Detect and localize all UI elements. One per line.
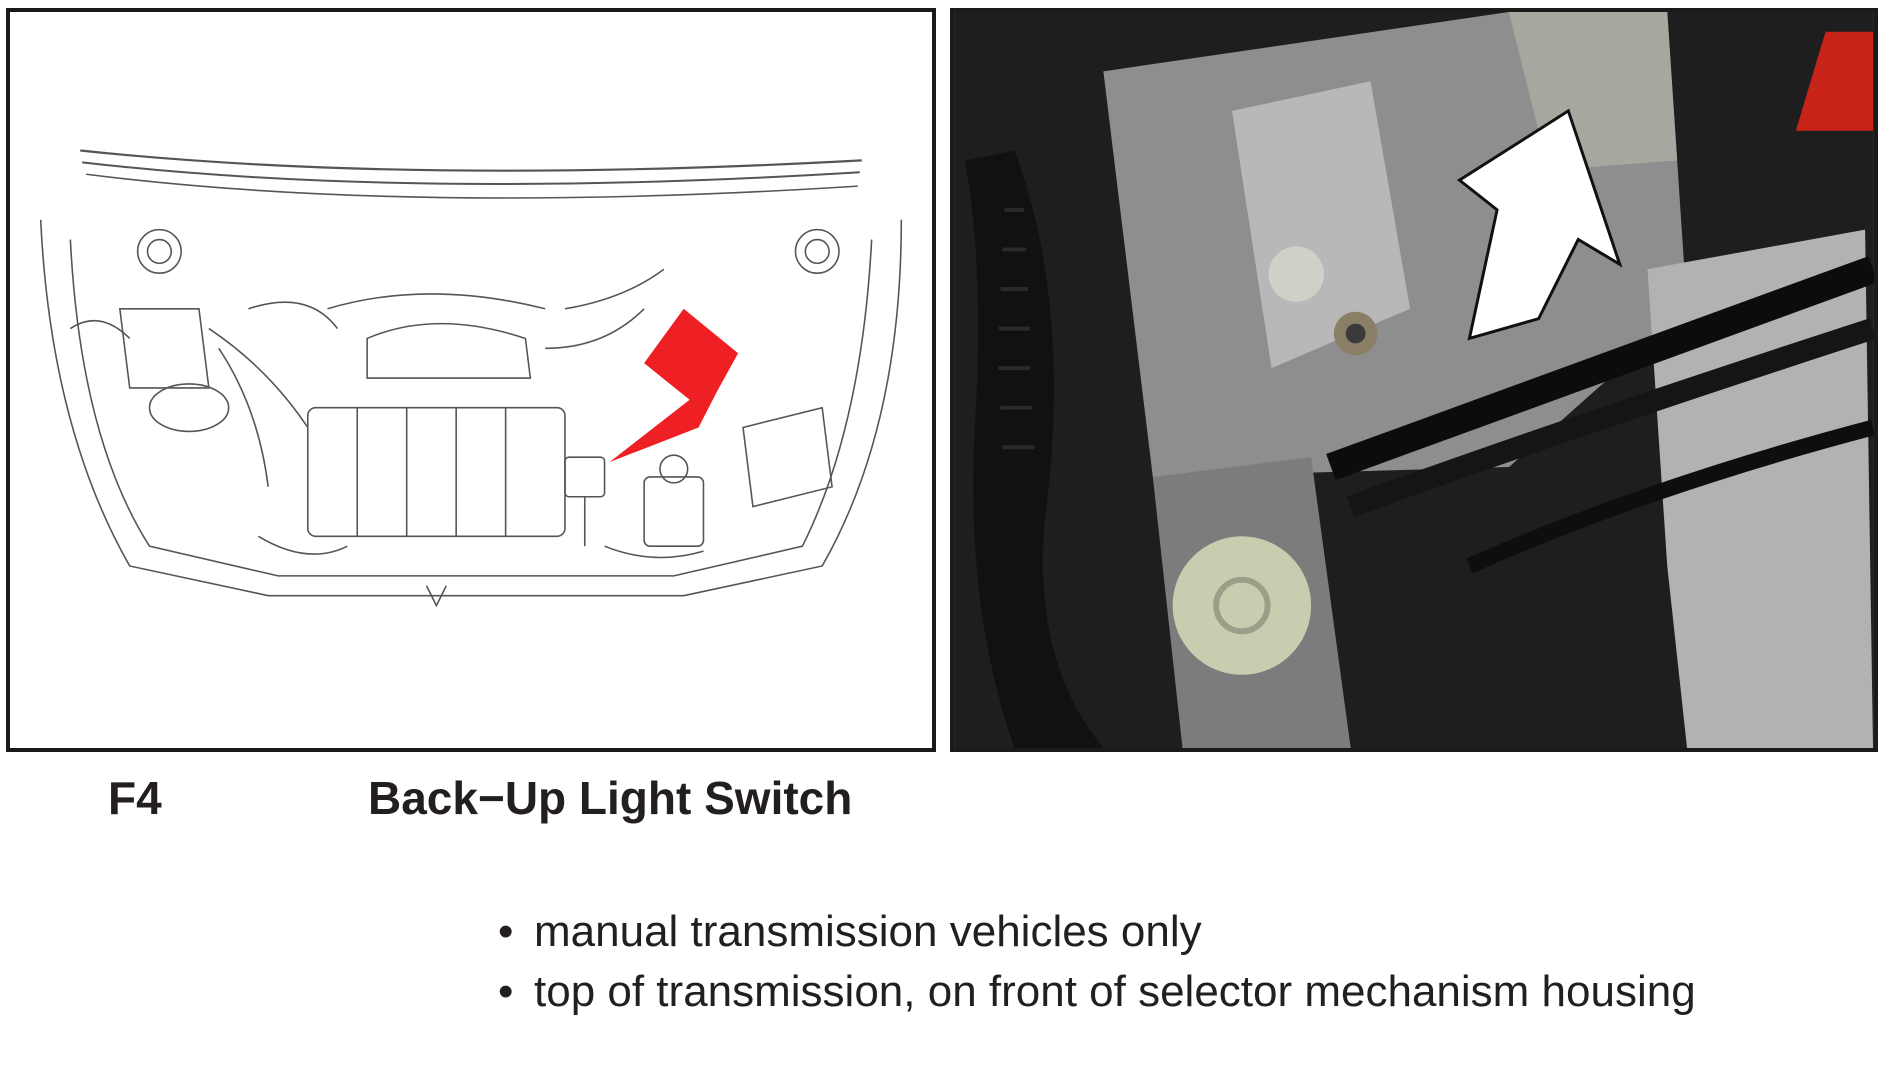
component-name: Back−Up Light Switch xyxy=(368,772,853,824)
red-locator-arrow xyxy=(609,308,739,463)
note-item: • manual transmission vehicles only xyxy=(498,902,1798,962)
note-text: top of transmission, on front of selecto… xyxy=(534,967,1696,1016)
transmission-photo-illustration xyxy=(954,12,1874,748)
engine-bay-diagram xyxy=(6,8,936,752)
location-notes: • manual transmission vehicles only • to… xyxy=(498,902,1798,1022)
engine-bay-drawing xyxy=(39,149,903,608)
bullet: • xyxy=(498,967,514,1016)
note-text: manual transmission vehicles only xyxy=(534,907,1202,956)
white-locator-arrow xyxy=(1456,108,1623,341)
transmission-photo xyxy=(950,8,1878,752)
note-item: • top of transmission, on front of selec… xyxy=(498,962,1798,1022)
bullet: • xyxy=(498,907,514,956)
component-code: F4 xyxy=(108,772,162,824)
